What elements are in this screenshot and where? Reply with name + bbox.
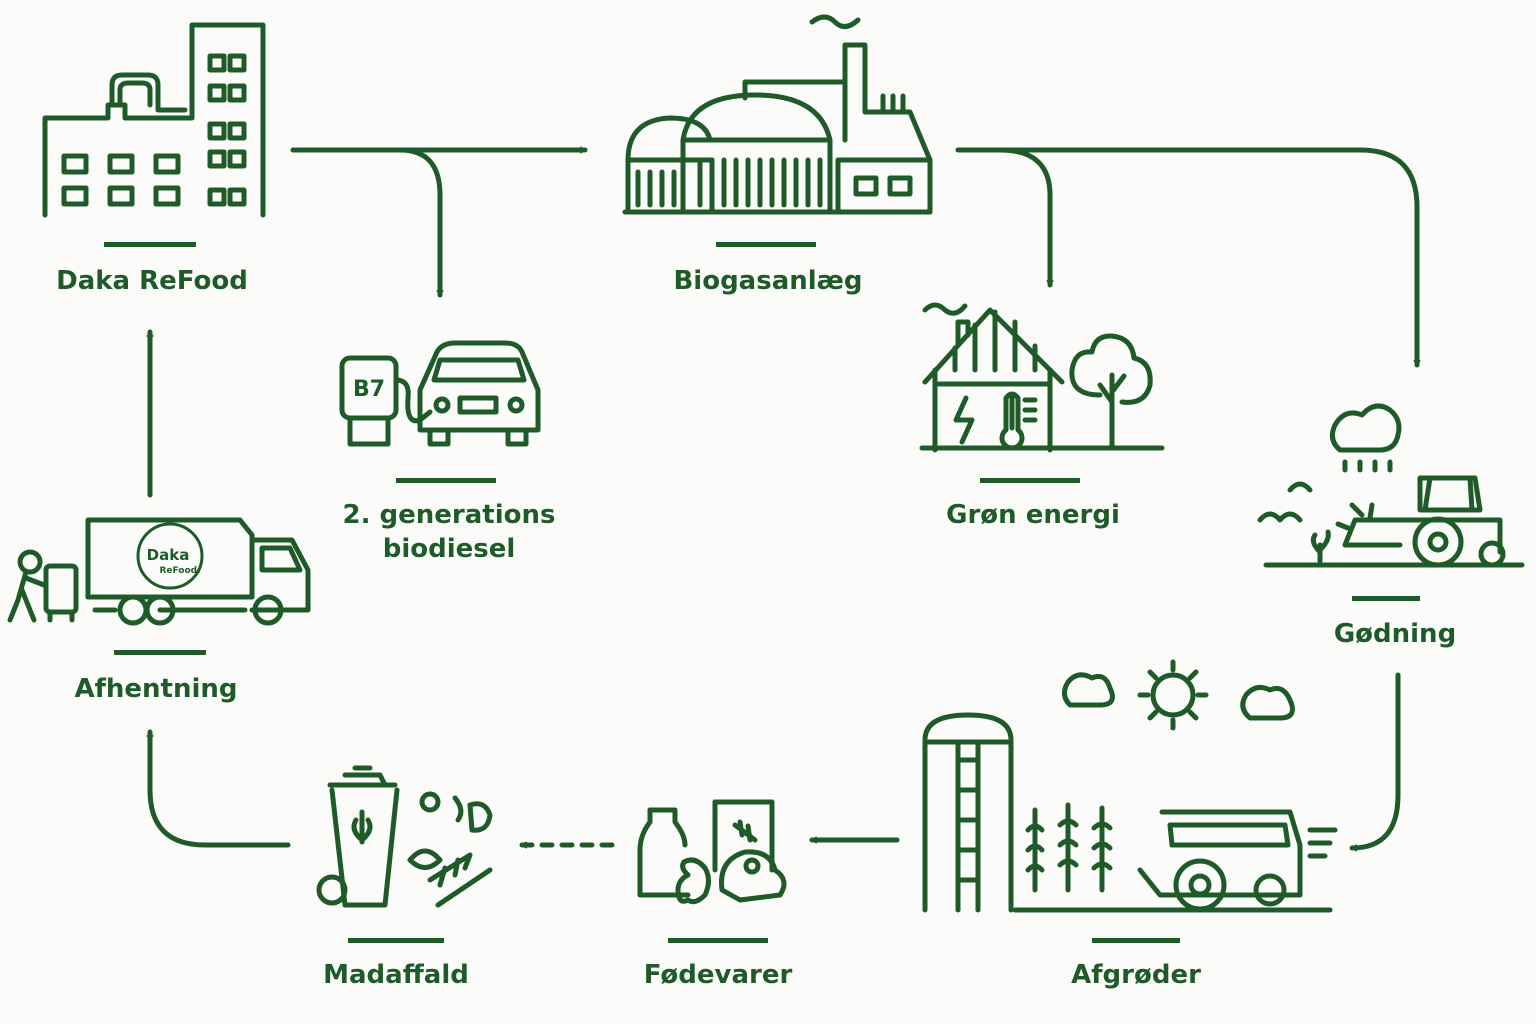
underline-biogas bbox=[716, 242, 816, 247]
label-biogas: Biogasanlæg bbox=[673, 266, 863, 296]
label-daka-refood: Daka ReFood bbox=[56, 266, 248, 296]
arrow-biogas-to-fertilizer bbox=[955, 147, 1421, 368]
underline-crops bbox=[1092, 938, 1180, 943]
label-biodiesel-line1: 2. generations bbox=[342, 500, 556, 530]
arrow-to-biodiesel bbox=[397, 147, 444, 298]
arrow-to-green-energy bbox=[997, 147, 1054, 288]
underline-daka-refood bbox=[104, 242, 196, 247]
label-foods: Fødevarer bbox=[643, 960, 793, 990]
pump-label: B7 bbox=[353, 377, 385, 402]
arrow-waste-to-pickup bbox=[146, 729, 291, 848]
label-pickup: Afhentning bbox=[74, 674, 238, 704]
flow-arrows bbox=[146, 146, 1421, 852]
label-food-waste: Madaffald bbox=[323, 960, 469, 990]
underline-pickup bbox=[114, 650, 206, 655]
label-crops: Afgrøder bbox=[1071, 960, 1201, 990]
silo-harvester-icon bbox=[922, 659, 1338, 913]
house-energy-icon bbox=[919, 302, 1165, 453]
underline-food-waste bbox=[348, 938, 444, 943]
car-fuel-pump-icon bbox=[339, 340, 541, 447]
underline-fertilizer bbox=[1352, 596, 1420, 601]
label-biodiesel-line2: biodiesel bbox=[382, 534, 516, 564]
underline-biodiesel bbox=[396, 478, 496, 483]
arrow-fertilizer-to-crops bbox=[1349, 672, 1401, 852]
label-fertilizer: Gødning bbox=[1333, 619, 1457, 649]
truck-logo-line2: ReFood. bbox=[159, 566, 200, 576]
label-green-energy: Grøn energi bbox=[946, 500, 1120, 530]
label-biodiesel: 2. generations biodiesel bbox=[343, 498, 556, 566]
factory-icon bbox=[42, 22, 266, 218]
waste-bin-icon bbox=[316, 765, 493, 908]
underline-green-energy bbox=[980, 478, 1080, 483]
biogas-plant-icon bbox=[622, 14, 933, 215]
truck-logo-line1: Daka bbox=[147, 546, 190, 564]
tractor-icon bbox=[1257, 403, 1525, 568]
truck-icon bbox=[7, 517, 311, 626]
groceries-icon bbox=[637, 799, 787, 905]
underline-foods bbox=[668, 938, 768, 943]
